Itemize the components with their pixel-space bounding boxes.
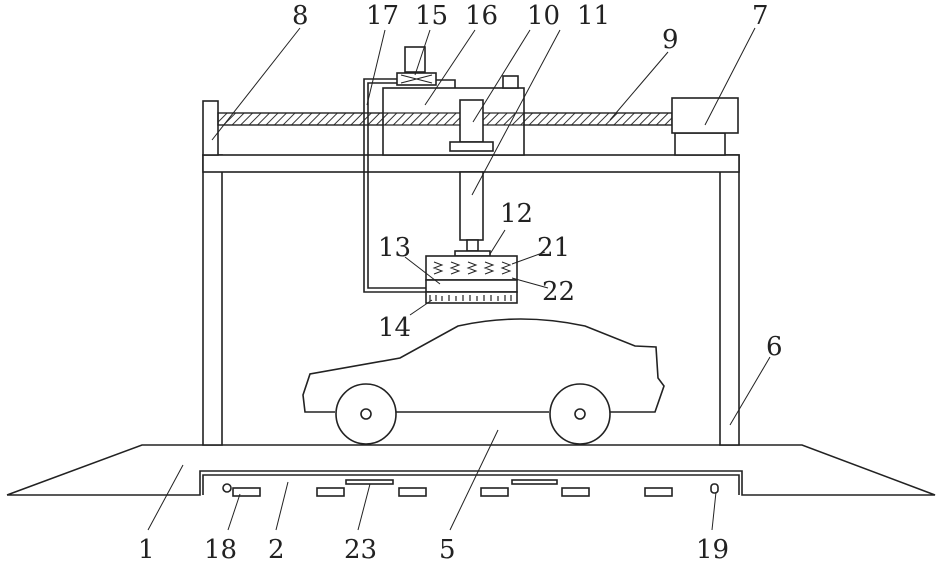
label-14: 14 [378,313,411,343]
drain-bar [346,480,393,484]
label-21: 21 [537,233,570,263]
label-9: 9 [662,25,679,55]
sensor-right [711,484,718,493]
label-15: 15 [415,1,448,31]
label-2: 2 [268,535,285,565]
car [303,319,664,444]
label-7: 7 [752,1,769,31]
nozzle [481,488,508,496]
label-11: 11 [577,1,610,31]
nozzle [645,488,672,496]
label-16: 16 [465,1,498,31]
label-5: 5 [439,535,456,565]
drain-bar [512,480,557,484]
carriage [364,47,524,303]
base-platform [7,445,935,495]
label-22: 22 [542,277,575,307]
label-23: 23 [344,535,377,565]
sensor-left [223,484,231,492]
label-1: 1 [138,535,155,565]
nozzle [317,488,344,496]
slider [460,100,483,142]
label-18: 18 [204,535,237,565]
motor [672,98,738,133]
nozzle [233,488,260,496]
label-12: 12 [500,199,533,229]
plate [426,280,517,292]
label-6: 6 [766,332,783,362]
label-17: 17 [366,1,399,31]
motor-base [675,133,725,155]
label-10: 10 [527,1,560,31]
label-13: 13 [378,233,411,263]
cylinder [460,172,483,240]
nozzle [399,488,426,496]
label-8: 8 [292,1,309,31]
pump-top [405,47,425,72]
bearing-block [203,101,218,155]
nozzle [562,488,589,496]
brush [426,292,517,303]
label-19: 19 [696,535,729,565]
